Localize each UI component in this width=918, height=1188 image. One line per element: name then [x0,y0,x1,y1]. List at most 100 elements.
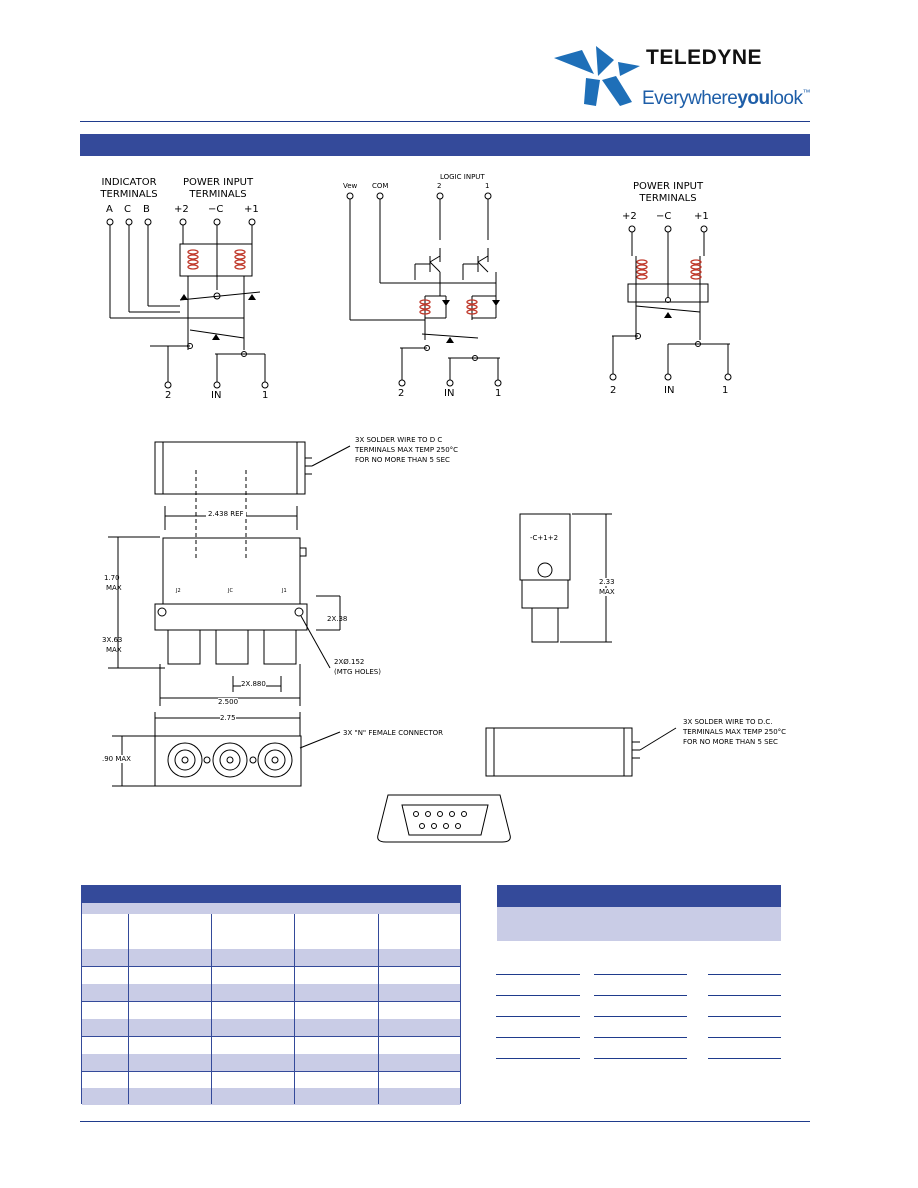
row-rule [708,1037,781,1038]
dim-0880: 2X.880 [241,680,266,688]
terminal-1-label: 1 [485,182,490,190]
solder-note-1-line2: TERMINALS MAX TEMP 250°C [355,446,459,454]
row-rule [496,1037,580,1038]
solder-note-1-line1: 3X SOLDER WIRE TO D C [355,436,443,444]
power-title-2: TERMINALS [189,189,247,200]
dim-063-value: 3X.63 [102,636,123,644]
side-terminal-label: -C+1+2 [530,534,559,542]
power-title-1: POWER INPUT [182,177,254,188]
dim-275: 2.75 [220,714,236,722]
column-divider [378,914,379,1104]
solder-note-1-line3: FOR NO MORE THAN 5 SEC [355,456,450,464]
footer-rule [80,1121,810,1122]
schematic-3-drawing [609,225,732,381]
table-row [82,949,460,966]
row-rule [594,1037,687,1038]
header-rule [80,121,810,122]
tagline-trademark: ™ [802,88,810,97]
solder-note-2-line2: TERMINALS MAX TEMP 250°C [683,728,787,736]
row-rule [708,974,781,975]
output-1-label: 1 [262,390,269,401]
table-row [82,1036,460,1054]
schematic-2-drawing [346,192,502,387]
column-divider [294,914,295,1104]
output-1-label: 1 [495,388,502,399]
tagline-part-a: Everywhere [642,88,738,109]
dim-holes-value: 2XØ.152 [334,658,365,666]
tagline-part-c: look [769,88,803,109]
dim-170-value: 1.70 [104,574,120,582]
terminal-minusc-label: −C [208,204,224,215]
output-in-label: IN [444,388,455,399]
port-j2-label: J2 [176,588,181,594]
brand-name: TELEDYNE [646,46,763,69]
terminal-minusc-label: −C [656,211,672,222]
teledyne-logo-icon [554,46,640,106]
terminal-plus2-label: +2 [622,211,637,222]
dim-038: 2X.38 [327,615,348,623]
table-row [82,984,460,1001]
column-divider [128,914,129,1104]
tagline-part-b: you [737,88,770,109]
dim-2500: 2.500 [218,698,239,706]
output-1-label: 1 [722,385,729,396]
tagline: Everywhereyoulook™ [642,88,810,110]
row-rule [708,1016,781,1017]
row-rule [594,1058,687,1059]
row-rule [708,995,781,996]
options-table-subheader [497,907,781,941]
row-rule [496,995,580,996]
terminal-vew-label: Vew [343,182,358,190]
output-2-label: 2 [610,385,617,396]
terminal-a-label: A [106,204,113,215]
solder-note-2-line3: FOR NO MORE THAN 5 SEC [683,738,778,746]
output-2-label: 2 [398,388,405,399]
dim-063-max: MAX [106,646,122,654]
port-j1-label: J1 [282,588,287,594]
logic-input-title: LOGIC INPUT [440,173,485,181]
port-jc-label: JC [228,588,233,594]
row-rule [496,1058,580,1059]
table-row [82,1019,460,1036]
terminal-plus1-label: +1 [694,211,709,222]
row-rule [496,1016,580,1017]
indicator-title-1: INDICATOR [101,177,157,188]
specs-table-subheader [82,903,460,914]
table-row [82,1088,460,1105]
dim-2438: 2.438 REF [206,510,246,518]
section-band [80,134,810,156]
row-rule [496,974,580,975]
specs-table [81,885,461,1105]
options-table-header [497,885,781,907]
row-rule [594,974,687,975]
schematic-1-drawing [106,218,269,389]
table-row [82,1054,460,1071]
table-row [82,1001,460,1019]
terminal-plus1-label: +1 [244,204,259,215]
dim-233-value: 2.33 [599,578,615,586]
terminal-2-label: 2 [437,182,442,190]
terminal-c-label: C [124,204,131,215]
dim-holes-note: (MTG HOLES) [334,668,381,676]
dim-090: .90 MAX [102,755,131,763]
power-title-1: POWER INPUT [632,181,704,192]
dim-233-max: MAX [599,588,615,596]
power-title-2: TERMINALS [639,193,697,204]
output-in-label: IN [211,390,222,401]
terminal-b-label: B [143,204,150,215]
column-divider [211,914,212,1104]
row-rule [708,1058,781,1059]
output-in-label: IN [664,385,675,396]
output-2-label: 2 [165,390,172,401]
specs-table-header [82,886,460,903]
terminal-com-label: COM [372,182,389,190]
terminal-plus2-label: +2 [174,204,189,215]
mechanical-outline [108,441,677,843]
table-row [82,966,460,984]
solder-note-2-line1: 3X SOLDER WIRE TO D.C. [683,718,773,726]
row-rule [594,1016,687,1017]
row-rule [594,995,687,996]
table-row [82,1071,460,1089]
connector-note: 3X "N" FEMALE CONNECTOR [343,729,444,737]
indicator-title-2: TERMINALS [100,189,158,200]
